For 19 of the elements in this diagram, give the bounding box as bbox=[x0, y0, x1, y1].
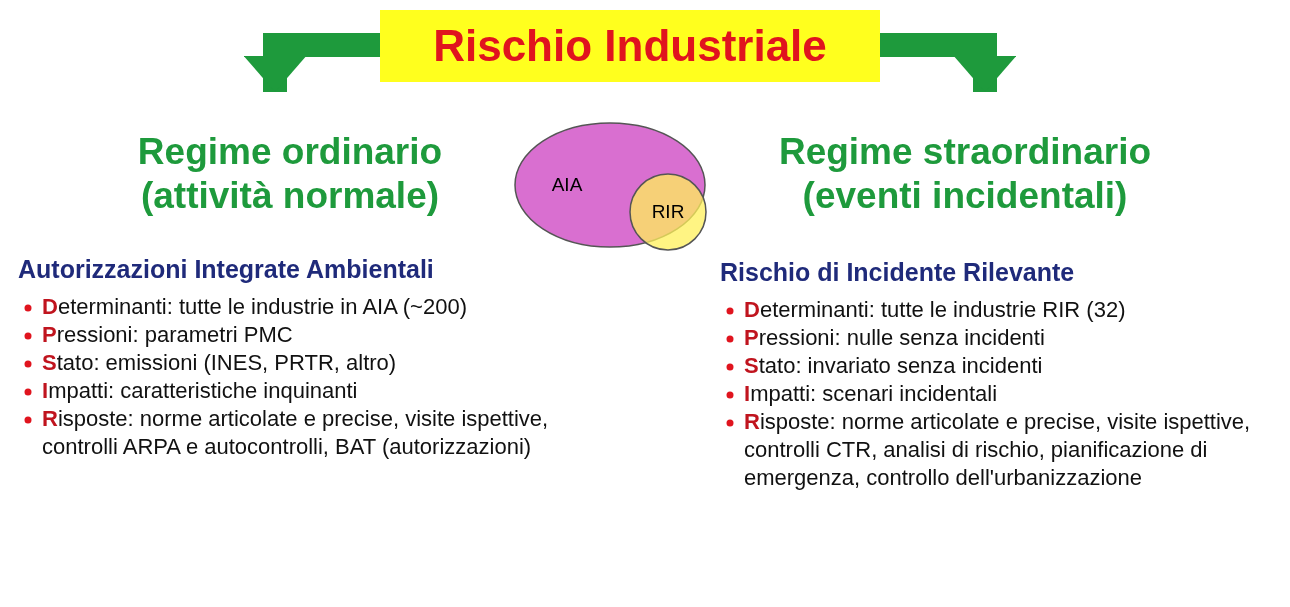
venn-label: RIR bbox=[650, 201, 686, 223]
section-heading: Autorizzazioni Integrate Ambientali bbox=[18, 255, 434, 284]
regime-text: Regime ordinario (attività normale) bbox=[100, 130, 480, 218]
block-arrow bbox=[243, 33, 380, 92]
bullet-text: Determinanti: tutte le industrie in AIA (~200) bbox=[42, 293, 468, 321]
section-heading: Rischio di Incidente Rilevante bbox=[720, 258, 1075, 287]
bullet-text: Impatti: caratteristiche inquinanti bbox=[42, 377, 359, 405]
bullet-text: Determinanti: tutte le industrie RIR (32) bbox=[744, 296, 1127, 324]
title-box: Rischio Industriale bbox=[380, 10, 880, 82]
bullet-text: Stato: invariato senza incidenti bbox=[744, 352, 1044, 380]
bullet-text: Risposte: norme articolate e precise, visite ispettive, controlli CTR, analisi di rischio, pianificazione di emergenza, controllo dell'urbanizzazione bbox=[744, 408, 1252, 492]
bullet-text: Pressioni: parametri PMC bbox=[42, 321, 294, 349]
venn-label: AIA bbox=[550, 174, 584, 196]
bullet-text: Pressioni: nulle senza incidenti bbox=[744, 324, 1046, 352]
bullet-text: Risposte: norme articolate e precise, visite ispettive, controlli ARPA e autocontrolli, BAT (autorizzazioni) bbox=[42, 405, 550, 461]
bullet-text: Impatti: scenari incidentali bbox=[744, 380, 999, 408]
bullet-text: Stato: emissioni (INES, PRTR, altro) bbox=[42, 349, 398, 377]
block-arrow bbox=[880, 33, 1017, 92]
regime-text: Regime straordinario (eventi incidentali) bbox=[715, 130, 1215, 218]
